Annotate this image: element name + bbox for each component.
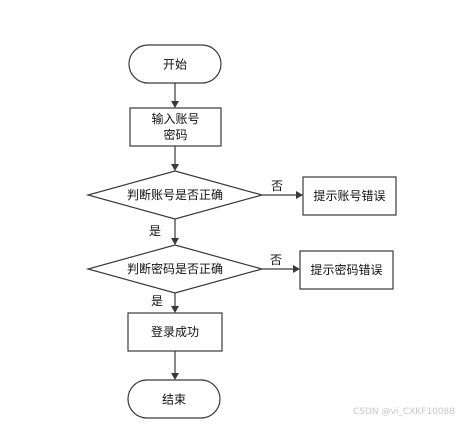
end-node-label: 结束 [162, 393, 186, 407]
check-password-decision: 判断密码是否正确 [85, 244, 265, 294]
check-password-label: 判断密码是否正确 [127, 261, 223, 276]
login-success-node: 登录成功 [127, 312, 223, 352]
input-credentials-label-line1: 输入账号 [151, 111, 199, 126]
start-node: 开始 [128, 44, 222, 84]
account-no-label: 否 [271, 179, 283, 193]
input-credentials-node: 输入账号 密码 [129, 107, 222, 147]
watermark-text: CSDN @vi_CXKF10088 [353, 407, 455, 417]
edge-password-yes: 是 [151, 293, 179, 313]
edge-account-yes: 是 [149, 219, 179, 245]
check-account-label: 判断账号是否正确 [127, 187, 223, 202]
password-error-label: 提示密码错误 [310, 262, 382, 277]
edge-start-to-input [171, 83, 179, 108]
password-error-node: 提示密码错误 [299, 250, 394, 290]
edge-account-no: 否 [262, 179, 303, 199]
start-node-label: 开始 [163, 58, 187, 72]
check-account-decision: 判断账号是否正确 [85, 170, 265, 220]
edge-password-no: 否 [262, 253, 300, 273]
edge-success-to-end [171, 351, 179, 380]
account-error-label: 提示账号错误 [313, 188, 385, 203]
end-node: 结束 [127, 379, 221, 419]
account-error-node: 提示账号错误 [302, 176, 397, 216]
edge-input-to-check-account [171, 146, 179, 171]
login-success-label: 登录成功 [151, 324, 199, 339]
input-credentials-label-line2: 密码 [163, 127, 187, 142]
password-no-label: 否 [270, 253, 282, 267]
password-yes-label: 是 [151, 294, 163, 308]
account-yes-label: 是 [149, 224, 161, 238]
